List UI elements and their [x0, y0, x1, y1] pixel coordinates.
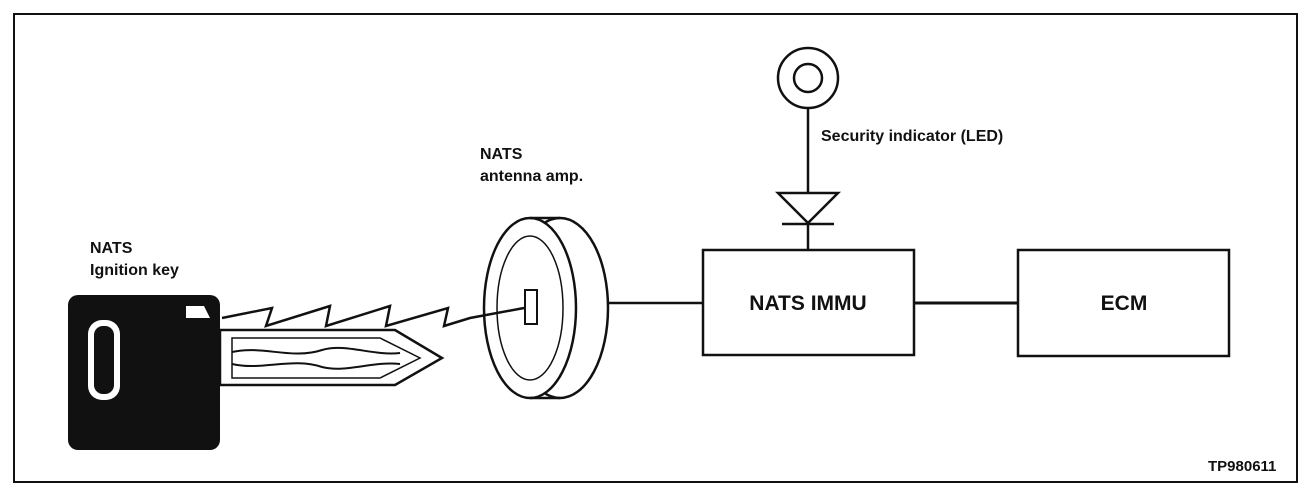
- key-label-line2: Ignition key: [90, 262, 179, 279]
- ecm-box: [1016, 248, 1231, 358]
- ecm-label: ECM: [1101, 292, 1148, 315]
- antenna-ring-icon: [482, 216, 610, 400]
- immu-box: [701, 248, 916, 357]
- ignition-key-icon: [68, 295, 445, 450]
- indicator-label: Security indicator (LED): [821, 128, 1004, 145]
- diagram-border: [13, 13, 1298, 483]
- signal-zigzag: [221, 304, 525, 328]
- led-diode-icon: [774, 191, 842, 226]
- antenna-label-line2: antenna amp.: [480, 168, 584, 185]
- indicator-lamp-icon: [776, 46, 840, 110]
- immu-label: NATS IMMU: [749, 292, 866, 315]
- key-label-line1: NATS: [90, 240, 133, 257]
- antenna-label-line1: NATS: [480, 146, 523, 163]
- key-label: NATS Ignition key: [90, 238, 179, 282]
- figure-code: TP980611: [1208, 458, 1277, 475]
- antenna-label: NATS antenna amp.: [480, 144, 583, 188]
